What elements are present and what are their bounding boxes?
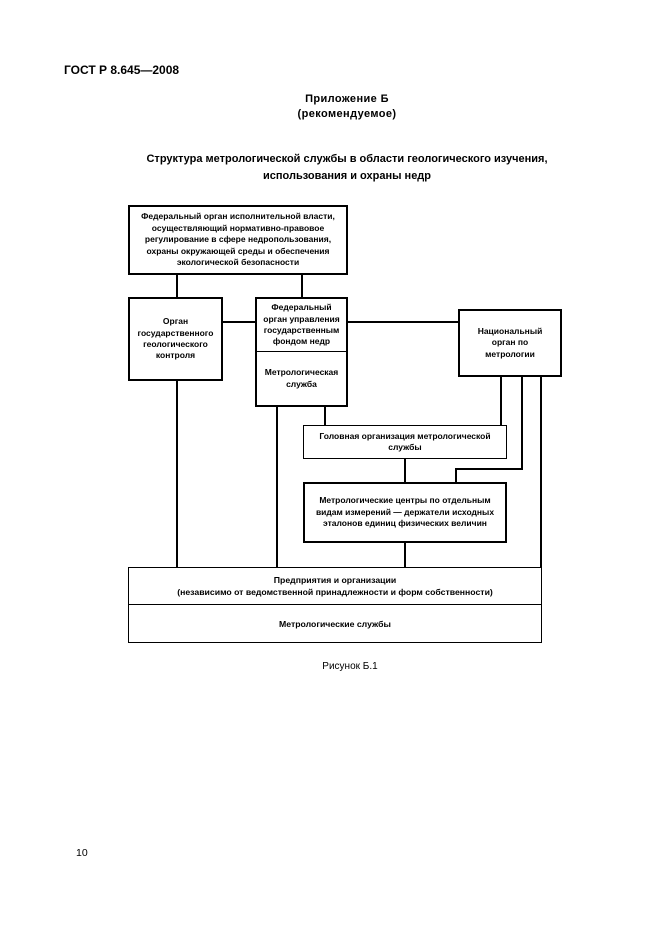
connector-centers-to-enterprises [404, 543, 406, 567]
appendix-heading: Приложение Б (рекомендуемое) [33, 92, 661, 122]
box-federal-fund: Федеральный орган управления государстве… [257, 299, 346, 352]
box-federal-fund-label: Федеральный орган управления государстве… [263, 302, 340, 347]
connector-geo-control-to-enterprises [176, 381, 178, 567]
connector-fund-to-national [348, 321, 458, 323]
page-number: 10 [76, 847, 88, 859]
connector-executive-to-geo-control [176, 275, 178, 297]
box-head-organization: Головная организация метрологической слу… [303, 425, 507, 459]
connector-service-to-enterprises [276, 407, 278, 567]
box-metrology-centers-label: Метрологические центры по отдельным вида… [315, 495, 495, 529]
box-enterprises-compound: Предприятия и организации (независимо от… [128, 567, 542, 643]
box-metrology-service: Метрологическая служба [257, 352, 346, 405]
box-enterprises-note: (независимо от ведомственной принадлежно… [177, 587, 493, 597]
box-national-metrology-body-label: Национальный орган по метрологии [477, 325, 543, 359]
box-national-metrology-body: Национальный орган по метрологии [458, 309, 562, 377]
box-metrology-centers: Метрологические центры по отдельным вида… [303, 482, 507, 543]
box-metrology-services-label: Метрологические службы [279, 618, 391, 629]
box-federal-executive-label: Федеральный орган исполнительной власти,… [141, 211, 335, 268]
diagram-title: Структура метрологической службы в облас… [146, 153, 548, 182]
box-federal-executive: Федеральный орган исполнительной власти,… [128, 205, 348, 275]
figure-caption: Рисунок Б.1 [322, 661, 378, 672]
connector-national-to-head-org [500, 377, 502, 425]
box-metrology-services: Метрологические службы [129, 605, 541, 642]
box-geological-control: Орган государственного геологического ко… [128, 297, 223, 381]
connector-national-down [521, 377, 523, 470]
box-enterprises: Предприятия и организации (независимо от… [129, 568, 541, 605]
box-geological-control-label: Орган государственного геологического ко… [137, 316, 214, 361]
box-federal-fund-compound: Федеральный орган управления государстве… [255, 297, 348, 407]
connector-into-centers [455, 468, 457, 482]
box-head-organization-label: Головная организация метрологической слу… [319, 430, 491, 452]
connector-head-org-to-centers [404, 459, 406, 482]
connector-geo-control-to-fund [223, 321, 255, 323]
connector-executive-to-fund [301, 275, 303, 297]
connector-national-to-enterprises [540, 377, 542, 567]
appendix-note: (рекомендуемое) [297, 108, 397, 120]
connector-national-to-centers-horizontal [455, 468, 523, 470]
box-enterprises-label: Предприятия и организации [273, 575, 397, 585]
appendix-label: Приложение Б [305, 93, 389, 105]
box-metrology-service-label: Метрологическая служба [264, 367, 339, 389]
connector-service-to-head-org [324, 407, 326, 425]
standard-designation: ГОСТ Р 8.645—2008 [64, 63, 180, 77]
